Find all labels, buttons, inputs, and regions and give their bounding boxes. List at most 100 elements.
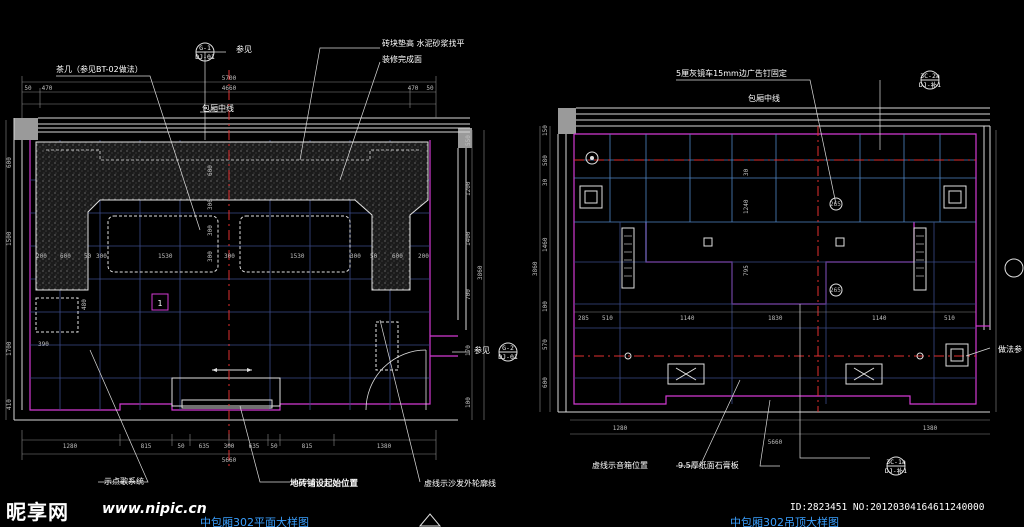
dim-ceiling-left-5: 100 (542, 301, 549, 312)
speaker-right (913, 227, 927, 291)
label-virtual-speaker: 虚线示音箱位置 (592, 460, 648, 470)
dim-row-5: 510 (944, 315, 955, 322)
tv-cabinet (171, 377, 281, 407)
dim-inner-9: 600 (392, 253, 403, 260)
right-plan-title: 中包厢302吊顶大样图 (730, 515, 839, 527)
dim-ceiling-bottom-1: 1380 (923, 425, 938, 432)
dim-ceiling-left-1: 580 (542, 155, 549, 166)
left-wall-corner-tl (14, 118, 38, 140)
speaker-left (621, 227, 635, 289)
dim-row-4: 1140 (872, 315, 887, 322)
dim-inner-10: 200 (418, 253, 429, 260)
dim-inner-5: 300 (224, 253, 235, 260)
watermark-logo: 昵享网 (6, 500, 69, 524)
dim-bottom-total: 5660 (222, 457, 237, 464)
dim-bottom-0: 1280 (63, 443, 78, 450)
ref-tag-g2-top: G-2 (502, 344, 514, 352)
dim-inner-0: 200 (36, 253, 47, 260)
dim-seat-0: 600 (207, 165, 214, 176)
dim-left-3: 1700 (6, 341, 13, 356)
section-marker (418, 513, 442, 527)
dim-top-4: 50 (24, 85, 32, 92)
dim-top-3: 470 (408, 85, 419, 92)
left-plan-title: 中包厢302平面大样图 (200, 515, 309, 527)
label-see-ref-right: 做法参 (998, 344, 1022, 354)
dim-ceiling-bottom-total: 5660 (768, 439, 783, 446)
vent-left (579, 185, 603, 209)
dim-bottom-3: 635 (199, 443, 210, 450)
dim-row-0: 285 (578, 315, 589, 322)
label-finish-face: 装修完成面 (382, 54, 422, 64)
ref-tag-3c1a-top: 3C-1a (886, 458, 906, 466)
dim-seat-2: 300 (207, 225, 214, 236)
vent-bottom-right (945, 343, 969, 367)
room-number-box (151, 293, 169, 311)
dim-left-0: 390 (38, 341, 49, 348)
dim-right-0: 550 (465, 135, 472, 146)
dim-ceiling-left-0: 150 (542, 125, 549, 136)
tea-table-2 (239, 215, 351, 273)
dim-row-2: 1140 (680, 315, 695, 322)
dim-ceiling-left-2: 30 (542, 178, 549, 186)
watermark-id: ID:2823451 NO:20120304164611240000 (790, 502, 985, 513)
dim-ceiling-inner-0: 795 (743, 265, 750, 276)
watermark-url: www.nipic.cn (102, 501, 207, 517)
dim-row-1: 510 (602, 315, 613, 322)
dim-ceiling-bottom-0: 1280 (613, 425, 628, 432)
dim-right-4: 1200 (465, 181, 472, 196)
dim-ceiling-left-6: 570 (542, 339, 549, 350)
door-swing (365, 349, 427, 411)
dim-bottom-7: 815 (302, 443, 313, 450)
left-floor-plan: G-1 DJ-01 G-2 DJ-01 茶几（参见BT-02做法） 参见 砖块垫… (5, 38, 518, 527)
dim-inner-2: 50 (84, 253, 92, 260)
label-ceiling-room-center: 包厢中线 (748, 93, 780, 103)
dim-inner-1: 600 (60, 253, 71, 260)
dim-left-1: 600 (6, 157, 13, 168)
dim-left-2: 1500 (6, 231, 13, 246)
dim-left-4: 410 (6, 399, 13, 410)
label-see-ref: 参见 (236, 44, 252, 54)
dim-top-1: 4660 (222, 85, 237, 92)
label-demo-system: 示点歌系统 (104, 476, 144, 486)
ref-tag-3c2a-bottom: DJ-补1 (919, 80, 941, 89)
ref-tag-g1-top: G-1 (199, 44, 211, 52)
dim-ceiling-inner-2: 30 (743, 168, 750, 176)
right-ceiling-plan: 3C-2a DJ-补1 3C-1a DJ-补1 5厘灰镜车15mm边广告钉固定 … (532, 68, 1024, 527)
vent-right (943, 185, 967, 209)
dim-seat-4: 480 (81, 299, 88, 310)
room-number: 1 (157, 299, 162, 308)
tea-table-1 (107, 215, 219, 273)
right-wall-corner-tl (558, 108, 576, 134)
sofa-area (35, 141, 429, 291)
dim-ceiling-inner-1: 1240 (743, 199, 750, 214)
dim-right-6: 100 (465, 397, 472, 408)
ref-tag-g1-bottom: DJ-01 (195, 53, 215, 61)
label-room-center: 包厢中线 (202, 103, 234, 113)
label-gypsum: 9.5厚纸面石膏板 (678, 460, 739, 470)
dim-row-3: 1830 (768, 315, 783, 322)
dim-ceiling-left-7: 600 (542, 377, 549, 388)
left-wall-corner-tr (458, 128, 472, 148)
dim-seat-1: 300 (207, 199, 214, 210)
demo-cabinet (35, 297, 79, 333)
dim-seat-3: 300 (207, 251, 214, 262)
dim-right-3: 700 (465, 289, 472, 300)
dim-top-5: 50 (426, 85, 434, 92)
ref-tag-3c2a-top: 3C-2a (920, 72, 940, 80)
label-brick-raise: 砖块垫高 水泥砂浆找平 (382, 38, 465, 48)
label-tea-table: 茶几（参见BT-02做法） (56, 64, 143, 74)
dim-bottom-6: 50 (270, 443, 278, 450)
dim-top-0: 5700 (222, 75, 237, 82)
dim-ceiling-left-3: 1460 (542, 237, 549, 252)
dim-inner-7: 300 (350, 253, 361, 260)
ref-tag-g2-bottom: DJ-01 (498, 353, 518, 361)
dim-ceiling-inner-3: 265 (830, 201, 841, 208)
label-see-ref-2: 参见 (474, 345, 490, 355)
label-mirror-note: 5厘灰镜车15mm边广告钉固定 (676, 68, 787, 78)
dim-right-2: 1400 (465, 231, 472, 246)
dim-inner-3: 300 (96, 253, 107, 260)
dim-bottom-8: 1380 (377, 443, 392, 450)
dim-bottom-1: 815 (141, 443, 152, 450)
dim-right-1: 3860 (477, 265, 484, 280)
dim-top-2: 470 (42, 85, 53, 92)
